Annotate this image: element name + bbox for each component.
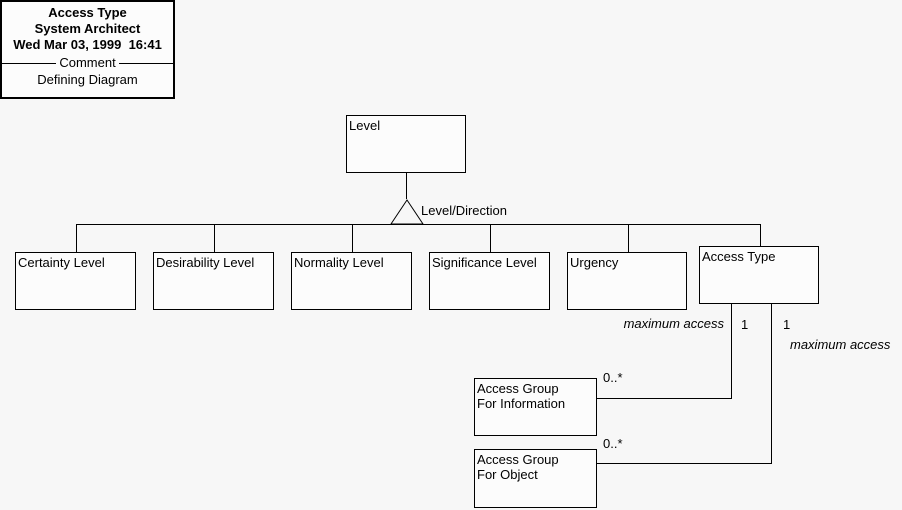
class-box-access-type-label: Access Type — [702, 249, 776, 264]
relation-name-maximum-access-info: maximum access — [623, 316, 724, 331]
class-box-significance-level-label: Significance Level — [432, 255, 537, 270]
branch-line-urgency — [628, 225, 629, 252]
class-box-access-group-object[interactable]: Access Group For Object — [474, 449, 597, 508]
class-box-urgency[interactable]: Urgency — [567, 252, 687, 310]
class-box-desirability-level[interactable]: Desirability Level — [153, 252, 274, 310]
class-box-certainty-level-label: Certainty Level — [18, 255, 105, 270]
info-timestamp: Wed Mar 03, 1999 16:41 — [13, 37, 162, 52]
generalization-label: Level/Direction — [421, 203, 507, 218]
branch-line-certainty — [76, 225, 77, 252]
class-box-access-group-object-label: Access Group For Object — [477, 452, 559, 482]
generalization-triangle-icon — [390, 199, 424, 225]
diagram-info-box: Access Type System Architect Wed Mar 03,… — [0, 0, 175, 99]
class-box-access-group-information[interactable]: Access Group For Information — [474, 378, 597, 436]
cardinality-one-info: 1 — [741, 317, 749, 332]
branch-line-access-type — [760, 225, 761, 246]
class-box-level[interactable]: Level — [346, 115, 466, 173]
cardinality-one-object: 1 — [783, 317, 791, 332]
info-app-name: System Architect — [34, 21, 141, 36]
branch-line-significance — [490, 225, 491, 252]
class-box-normality-level[interactable]: Normality Level — [291, 252, 412, 310]
comment-divider: Comment — [2, 56, 173, 70]
class-box-access-group-information-label: Access Group For Information — [477, 381, 566, 411]
relation-line-object-horizontal — [596, 463, 772, 464]
generalization-bus-line — [76, 224, 761, 225]
relation-line-info-horizontal — [596, 398, 731, 399]
defining-diagram-text: Defining Diagram — [37, 72, 138, 87]
class-box-certainty-level[interactable]: Certainty Level — [15, 252, 136, 310]
relation-line-info-vertical — [731, 304, 732, 399]
relation-name-maximum-access-object: maximum access — [790, 337, 891, 352]
relation-line-object-vertical — [771, 304, 772, 463]
class-box-significance-level[interactable]: Significance Level — [429, 252, 550, 310]
class-box-desirability-level-label: Desirability Level — [156, 255, 255, 270]
comment-divider-label: Comment — [59, 55, 116, 70]
multiplicity-zero-many-info: 0..* — [603, 370, 623, 385]
class-box-normality-level-label: Normality Level — [294, 255, 384, 270]
generalization-stem-line — [406, 172, 407, 199]
branch-line-desirability — [214, 225, 215, 252]
branch-line-normality — [352, 225, 353, 252]
class-box-urgency-label: Urgency — [570, 255, 619, 270]
class-box-access-type[interactable]: Access Type — [699, 246, 819, 304]
class-box-level-label: Level — [349, 118, 381, 133]
info-title: Access Type — [48, 5, 127, 20]
multiplicity-zero-many-object: 0..* — [603, 436, 623, 451]
